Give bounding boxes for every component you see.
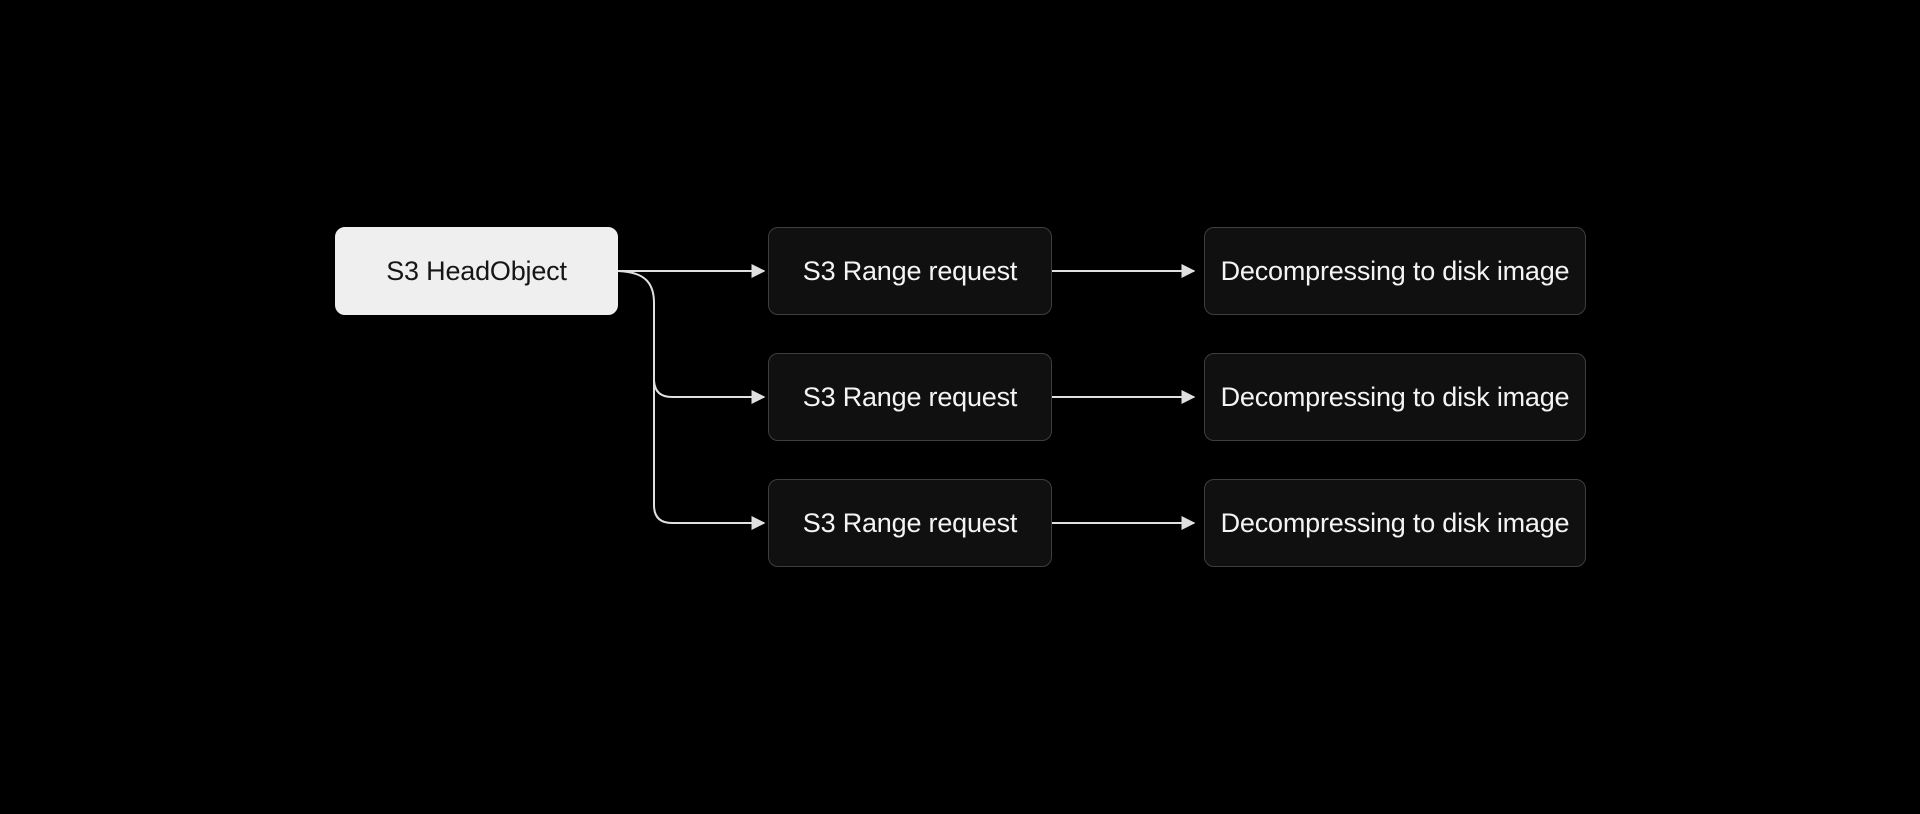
node-label: Decompressing to disk image xyxy=(1220,255,1570,286)
node-s3-head-object: S3 HeadObject xyxy=(335,227,618,315)
node-s3-range-request-1: S3 Range request xyxy=(768,227,1052,315)
edge-head-to-range2 xyxy=(653,378,766,404)
node-label: Decompressing to disk image xyxy=(1220,507,1570,538)
edge-head-trunk-to-range3 xyxy=(617,270,766,530)
node-label: S3 Range request xyxy=(802,381,1018,412)
node-decompressing-2: Decompressing to disk image xyxy=(1204,353,1586,441)
node-decompressing-3: Decompressing to disk image xyxy=(1204,479,1586,567)
node-label: S3 Range request xyxy=(802,507,1018,538)
node-decompressing-1: Decompressing to disk image xyxy=(1204,227,1586,315)
node-label: S3 HeadObject xyxy=(386,255,567,286)
node-label: S3 Range request xyxy=(802,255,1018,286)
node-label: Decompressing to disk image xyxy=(1220,381,1570,412)
node-s3-range-request-3: S3 Range request xyxy=(768,479,1052,567)
node-s3-range-request-2: S3 Range request xyxy=(768,353,1052,441)
